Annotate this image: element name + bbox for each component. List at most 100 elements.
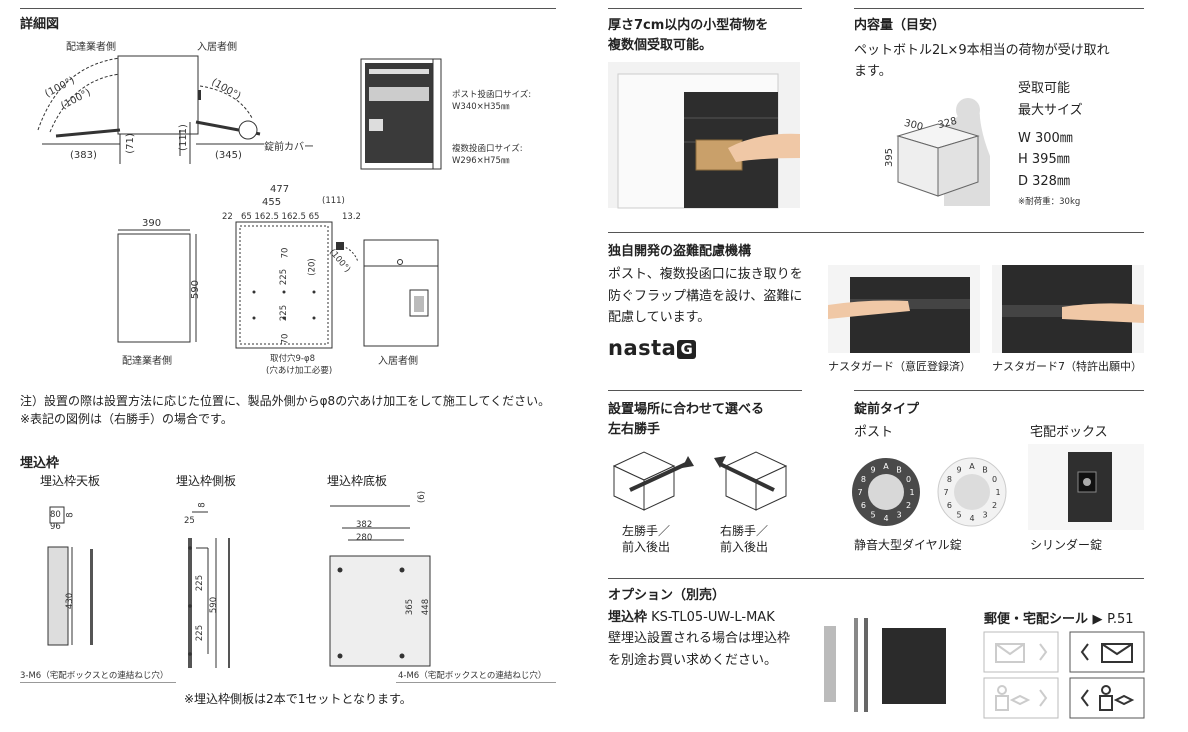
nasta-guard-caption: ナスタガード（意匠登録済） (828, 360, 971, 373)
dial-char: 7 (943, 488, 948, 497)
front-panel-drawing (360, 58, 442, 170)
max-label-2: 最大サイズ (1018, 103, 1083, 118)
divider-antitheft (608, 232, 1144, 233)
option-frame-images (824, 618, 946, 712)
option-item-code: KS-TL05-UW-L-MAK (651, 610, 775, 625)
dim-225c: 225 (195, 574, 206, 592)
nasta-guard7-caption: ナスタガード7（特許出願中） (992, 360, 1142, 373)
lock-cover-label: 錠前カバー (264, 142, 314, 153)
dim-225a: 225 (279, 268, 290, 286)
divider-volume (854, 8, 1144, 9)
m6-right-underline (396, 682, 556, 683)
dial-char: 3 (896, 511, 901, 520)
antitheft-line-3: 配慮しています。 (608, 310, 711, 325)
handedness-title-2: 左右勝手 (608, 422, 661, 437)
dim-13-2: 13.2 (342, 212, 361, 222)
dim-383: (383) (70, 150, 97, 161)
option-title: オプション（別売） (608, 588, 726, 603)
dial-char: 9 (870, 465, 875, 474)
seal-title-line: 郵便・宅配シール ▶ P.51 (984, 608, 1134, 627)
dial-char: 9 (956, 465, 961, 474)
dim-448: 448 (421, 598, 432, 616)
seal-title: 郵便・宅配シール (984, 612, 1089, 627)
dim-111: (111) (177, 124, 189, 151)
divider-top-left (20, 8, 556, 9)
divider-option (608, 578, 1144, 579)
frame-note: ※埋込枠側板は2本で1セットとなります。 (184, 692, 412, 706)
divider-capacity (608, 8, 802, 9)
dim-seq: 65 162.5 162.5 65 (241, 212, 320, 222)
max-load: ※耐荷重：30kg (1018, 197, 1081, 207)
cylinder-lock-photo (1028, 444, 1144, 530)
dim-111b: (111) (322, 196, 345, 206)
dial-char: 4 (883, 514, 888, 523)
dial-char: B (982, 465, 988, 474)
label-delivery-side: 配達業者側 (66, 42, 116, 53)
dial-char: 0 (992, 475, 997, 484)
left-hand-cap-1: 左勝手／ (622, 524, 671, 538)
dial-lock-caption: 静音大型ダイヤル錠 (854, 538, 962, 552)
lock-box-label: 宅配ボックス (1030, 425, 1108, 440)
dim-390: 390 (142, 218, 162, 229)
box-dim-395: 395 (884, 147, 896, 168)
dim-225b: 225 (279, 304, 290, 322)
dim-8b: 8 (197, 502, 208, 508)
seal-page-link[interactable]: P.51 (1107, 612, 1134, 627)
post-slot-label: ポスト投函口サイズ: (452, 90, 532, 100)
volume-desc-1: ペットボトル2L×9本相当の荷物が受け取れ (854, 43, 1110, 58)
divider-handedness (608, 390, 802, 391)
dim-80: 80 (50, 510, 61, 520)
frame-side-label: 埋込枠側板 (176, 474, 237, 488)
dim-22: 22 (222, 212, 233, 222)
back-view-drawing (235, 221, 359, 349)
dim-96: 96 (50, 522, 61, 532)
divider-lock (854, 390, 1144, 391)
lock-post-label: ポスト (854, 425, 894, 440)
dim-25: 25 (184, 516, 195, 526)
frame-bottom-label: 埋込枠底板 (327, 474, 388, 488)
volume-box-illustration (896, 98, 990, 206)
frame-bottom-drawing (329, 505, 431, 667)
dim-225d: 225 (195, 624, 206, 642)
option-item: 埋込枠 KS-TL05-UW-L-MAK (608, 607, 775, 628)
nasta-logo-text: nasta (608, 336, 677, 360)
max-w: W 300㎜ (1018, 131, 1073, 146)
dim-590: 590 (190, 279, 202, 300)
multi-slot-label: 複数投函口サイズ: (452, 144, 523, 154)
note-1: 注）設置の際は設置方法に応じた位置に、製品外側からφ8の穴あけ加工をして施工して… (20, 394, 551, 408)
right-hand-cap-1: 右勝手／ (720, 524, 769, 538)
dial-char: 2 (992, 501, 997, 510)
note-2: ※表記の図例は（右勝手）の場合です。 (20, 412, 233, 426)
right-hand-diagram (714, 451, 788, 511)
dial-char: 6 (861, 501, 866, 510)
max-d: D 328㎜ (1018, 174, 1070, 189)
resident-front-drawing (363, 239, 439, 347)
dial-char: 7 (857, 488, 862, 497)
dim-71: (71) (124, 133, 136, 154)
antitheft-title: 独自開発の盗難配慮機構 (608, 244, 752, 259)
dial-char: 5 (956, 511, 961, 520)
dial-char: 1 (909, 488, 914, 497)
dim-590b: 590 (209, 596, 220, 614)
seal-arrow-icon: ▶ (1092, 612, 1103, 627)
side-box-drawing (117, 229, 197, 343)
detail-title: 詳細図 (20, 17, 60, 32)
dim-8a: 8 (65, 512, 76, 518)
antitheft-line-1: ポスト、複数投函口に抜き取りを (608, 267, 803, 282)
dim-70a: 70 (280, 247, 291, 259)
dim-382: 382 (356, 520, 373, 530)
option-line-3: を別途お買い求めください。 (608, 653, 778, 668)
dial-char: 4 (969, 514, 974, 523)
nasta-logo-badge: G (677, 340, 697, 359)
dim-365: 365 (405, 598, 416, 616)
nasta-guard-photo (828, 265, 980, 353)
dial-char: A (969, 462, 975, 471)
dial-char: 8 (861, 475, 866, 484)
dial-char: 3 (982, 511, 987, 520)
side-view-drawing (37, 55, 264, 164)
m6-right-note: 4-M6（宅配ボックスとの連結ねじ穴） (398, 671, 547, 681)
hole-note-1: 取付穴9-φ8 (270, 354, 315, 364)
dial-char: A (883, 462, 889, 471)
dim-455: 455 (262, 197, 282, 208)
